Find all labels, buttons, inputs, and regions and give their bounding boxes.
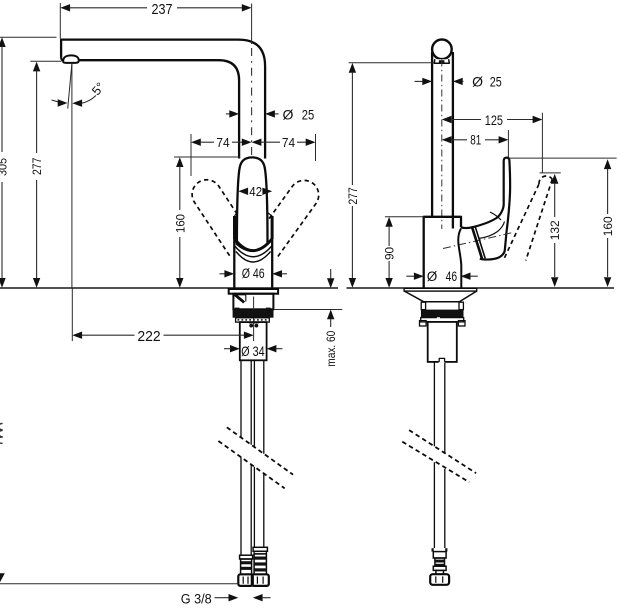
svg-text:25: 25 <box>302 106 315 122</box>
svg-text:160: 160 <box>601 216 615 236</box>
svg-text:305: 305 <box>0 158 10 176</box>
svg-text:max. 60: max. 60 <box>324 330 338 366</box>
svg-text:74: 74 <box>216 136 229 150</box>
svg-text:46: 46 <box>446 269 458 284</box>
svg-text:Ø 46: Ø 46 <box>242 266 265 281</box>
svg-text:90: 90 <box>382 247 396 260</box>
svg-text:Ø: Ø <box>427 269 438 284</box>
svg-text:G 3/8: G 3/8 <box>181 592 212 607</box>
svg-text:Ø: Ø <box>472 73 483 89</box>
svg-text:237: 237 <box>152 1 173 18</box>
svg-text:81: 81 <box>470 133 481 148</box>
svg-text:277: 277 <box>346 187 360 205</box>
svg-text:Ø: Ø <box>283 106 294 122</box>
svg-text:74: 74 <box>282 136 295 150</box>
svg-text:25: 25 <box>490 73 502 89</box>
svg-text:277: 277 <box>30 157 44 175</box>
svg-text:160: 160 <box>173 214 187 233</box>
svg-text:222: 222 <box>137 329 160 345</box>
svg-text:Ø 34: Ø 34 <box>241 343 265 359</box>
svg-text:125: 125 <box>485 113 504 128</box>
svg-text:132: 132 <box>548 220 562 240</box>
svg-text:42: 42 <box>249 185 262 199</box>
